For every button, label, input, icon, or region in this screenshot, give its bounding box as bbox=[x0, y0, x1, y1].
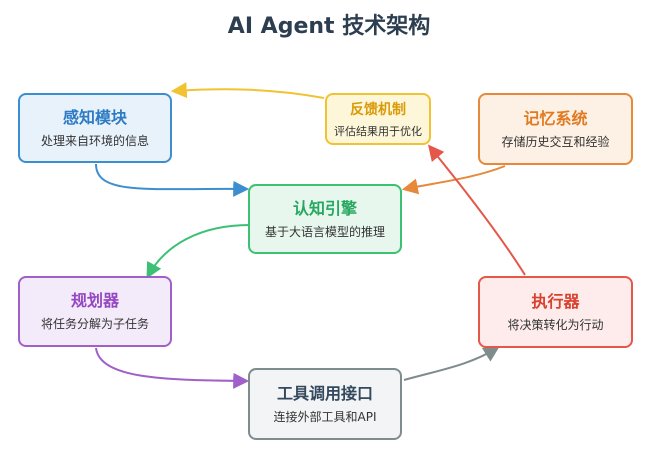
node-feedback: 反馈机制 评估结果用于优化 bbox=[325, 93, 431, 145]
node-tools-label: 工具调用接口 bbox=[276, 383, 373, 403]
node-executor: 执行器 将决策转化为行动 bbox=[478, 276, 633, 348]
node-cognition-desc: 基于大语言模型的推理 bbox=[264, 224, 385, 239]
node-cognition: 认知引擎 基于大语言模型的推理 bbox=[248, 184, 402, 254]
node-memory-desc: 存储历史交互和经验 bbox=[501, 134, 610, 149]
node-tools: 工具调用接口 连接外部工具和API bbox=[248, 368, 402, 440]
node-memory: 记忆系统 存储历史交互和经验 bbox=[478, 93, 633, 165]
node-planner-desc: 将任务分解为子任务 bbox=[40, 317, 149, 331]
node-perception-desc: 处理来自环境的信息 bbox=[40, 133, 149, 148]
edge-perception-to-cognition bbox=[95, 163, 250, 197]
node-planner-label: 规划器 bbox=[70, 291, 119, 310]
node-feedback-label: 反馈机制 bbox=[350, 101, 406, 118]
node-planner: 规划器 将任务分解为子任务 bbox=[18, 276, 172, 347]
node-cognition-label: 认知引擎 bbox=[292, 198, 357, 218]
node-executor-desc: 将决策转化为行动 bbox=[507, 317, 604, 332]
edge-executor-to-feedback bbox=[427, 144, 526, 276]
node-perception-label: 感知模块 bbox=[62, 107, 127, 127]
edge-planner-to-tools bbox=[95, 347, 250, 389]
node-feedback-desc: 评估结果用于优化 bbox=[334, 124, 422, 138]
node-perception: 感知模块 处理来自环境的信息 bbox=[18, 93, 172, 163]
edge-tools-to-executor bbox=[403, 346, 500, 381]
edge-cognition-to-planner bbox=[146, 224, 251, 279]
diagram-title: AI Agent 技术架构 bbox=[227, 14, 431, 39]
edge-feedback-to-perception bbox=[170, 82, 325, 99]
node-tools-desc: 连接外部工具和API bbox=[273, 409, 377, 424]
node-executor-label: 执行器 bbox=[531, 291, 580, 311]
node-memory-label: 记忆系统 bbox=[523, 108, 588, 128]
